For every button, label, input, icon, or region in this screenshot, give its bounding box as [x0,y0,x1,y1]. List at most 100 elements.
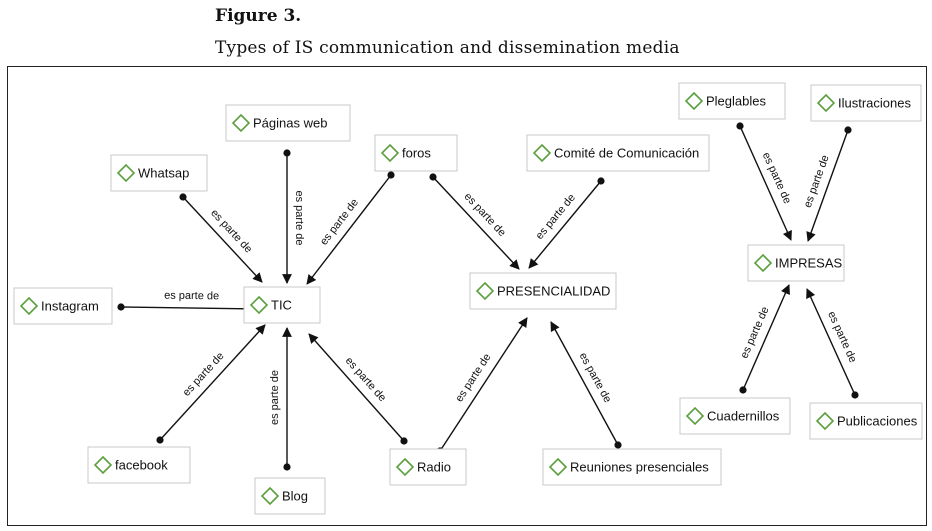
link-paginas-web-to-tic: es parte de [282,149,305,284]
concept-node-publicaciones: Publicaciones [809,402,923,440]
link-label: es parte de [293,190,305,245]
link-label: es parte de [760,151,793,206]
concept-label: Publicaciones [837,414,918,429]
concept-diamond-icon [116,163,136,183]
concept-diamond-icon [260,486,280,506]
concept-diamond-icon [815,411,835,431]
link-arrow [806,288,856,396]
link-arrow [182,196,263,283]
concept-diamond-icon [19,296,39,316]
concept-diamond-icon [395,457,415,477]
concept-node-foros: foros [374,134,458,172]
link-publicaciones-to-impresas: es parte de [806,288,859,399]
link-foros-to-tic: es parte de [306,171,395,285]
concept-diamond-icon [93,455,113,475]
concept-label: Comité de Comunicación [554,146,699,161]
concept-label: foros [402,146,431,161]
concept-diamond-icon [231,113,251,133]
link-arrow [739,125,792,241]
link-cuadernillos-to-impresas: es parte de [738,284,790,394]
concept-node-reuniones: Reuniones presenciales [542,448,722,486]
diagram-frame [7,66,927,526]
concept-diamond-icon [380,143,400,163]
link-arrow [806,129,849,242]
link-origin-dot [283,149,291,157]
concept-label: facebook [115,458,168,473]
link-origin-dot [739,386,747,394]
link-whatsap-to-tic: es parte de [179,193,263,283]
link-origin-dot [400,437,408,445]
concept-node-comite: Comité de Comunicación [526,134,710,172]
link-origin-dot [844,126,852,134]
concept-node-impresas: IMPRESAS [747,244,845,282]
link-reuniones-to-presencialidad: es parte de [550,321,622,449]
figure-title: Types of IS communication and disseminat… [215,38,680,58]
link-origin-dot [283,463,291,471]
concept-node-paginas-web: Páginas web [225,104,351,142]
link-origin-dot [851,391,859,399]
concept-label: Cuadernillos [707,409,780,424]
concept-label: Reuniones presenciales [570,460,709,475]
concept-label: IMPRESAS [775,256,843,271]
link-origin-dot [736,122,744,130]
concept-node-cuadernillos: Cuadernillos [679,397,791,435]
link-origin-dot [117,303,125,311]
link-label: es parte de [269,370,281,425]
link-origin-dot [429,173,437,181]
link-arrow [306,174,392,285]
link-origin-dot [614,441,622,449]
concept-node-instagram: Instagram [13,287,113,325]
link-arrow [432,176,520,270]
concept-diamond-icon [532,143,552,163]
concept-box [469,272,617,310]
concept-label: Páginas web [253,116,327,131]
link-origin-dot [387,171,395,179]
concept-box [526,134,710,172]
concept-node-presencialidad: PRESENCIALIDAD [469,272,617,310]
concept-diamond-icon [475,281,495,301]
concept-label: Instagram [41,299,99,314]
link-ilustraciones-to-impresas: es parte de [802,126,852,242]
concept-node-pleglables: Pleglables [678,82,786,120]
link-pleglables-to-impresas: es parte de [736,122,793,241]
concept-node-ilustraciones: Ilustraciones [810,84,922,122]
link-arrow [159,324,266,441]
concept-label: Whatsap [138,166,189,181]
concept-node-radio: Radio [389,448,467,486]
link-blog-to-tic: es parte de [269,327,292,471]
concept-label: Blog [282,489,308,504]
link-label: es parte de [164,290,219,303]
link-arrow [550,321,619,446]
link-origin-dot [179,193,187,201]
link-radio-to-presencialidad: es parte de [436,317,528,455]
concept-diamond-icon [753,253,773,273]
concept-node-whatsap: Whatsap [110,154,208,192]
concept-diamond-icon [249,295,269,315]
concept-node-facebook: facebook [87,446,191,484]
link-label: es parte de [802,154,832,210]
concept-label: PRESENCIALIDAD [497,284,610,299]
link-arrow [742,284,790,391]
concept-diamond-icon [684,91,704,111]
concept-node-blog: Blog [254,477,326,515]
link-origin-dot [156,436,164,444]
link-facebook-to-tic: es parte de [156,324,266,444]
figure-number: Figure 3. [215,6,302,26]
concept-box [542,448,722,486]
concept-diamond-icon [548,457,568,477]
link-comite-to-presencialidad: es parte de [528,177,605,269]
concept-node-tic: TIC [243,286,321,324]
concept-box [389,448,467,486]
link-arrow [528,180,602,269]
concept-label: Pleglables [706,94,766,109]
link-label: es parte de [738,305,771,360]
concept-label: TIC [271,298,292,313]
link-radio-to-tic: es parte de [308,333,408,445]
concept-label: Radio [417,460,451,475]
link-arrow [308,333,405,442]
link-origin-dot [597,177,605,185]
link-label: es parte de [825,310,859,365]
link-instagram-to-tic: es parte de [117,290,263,314]
link-arrow [439,317,528,452]
